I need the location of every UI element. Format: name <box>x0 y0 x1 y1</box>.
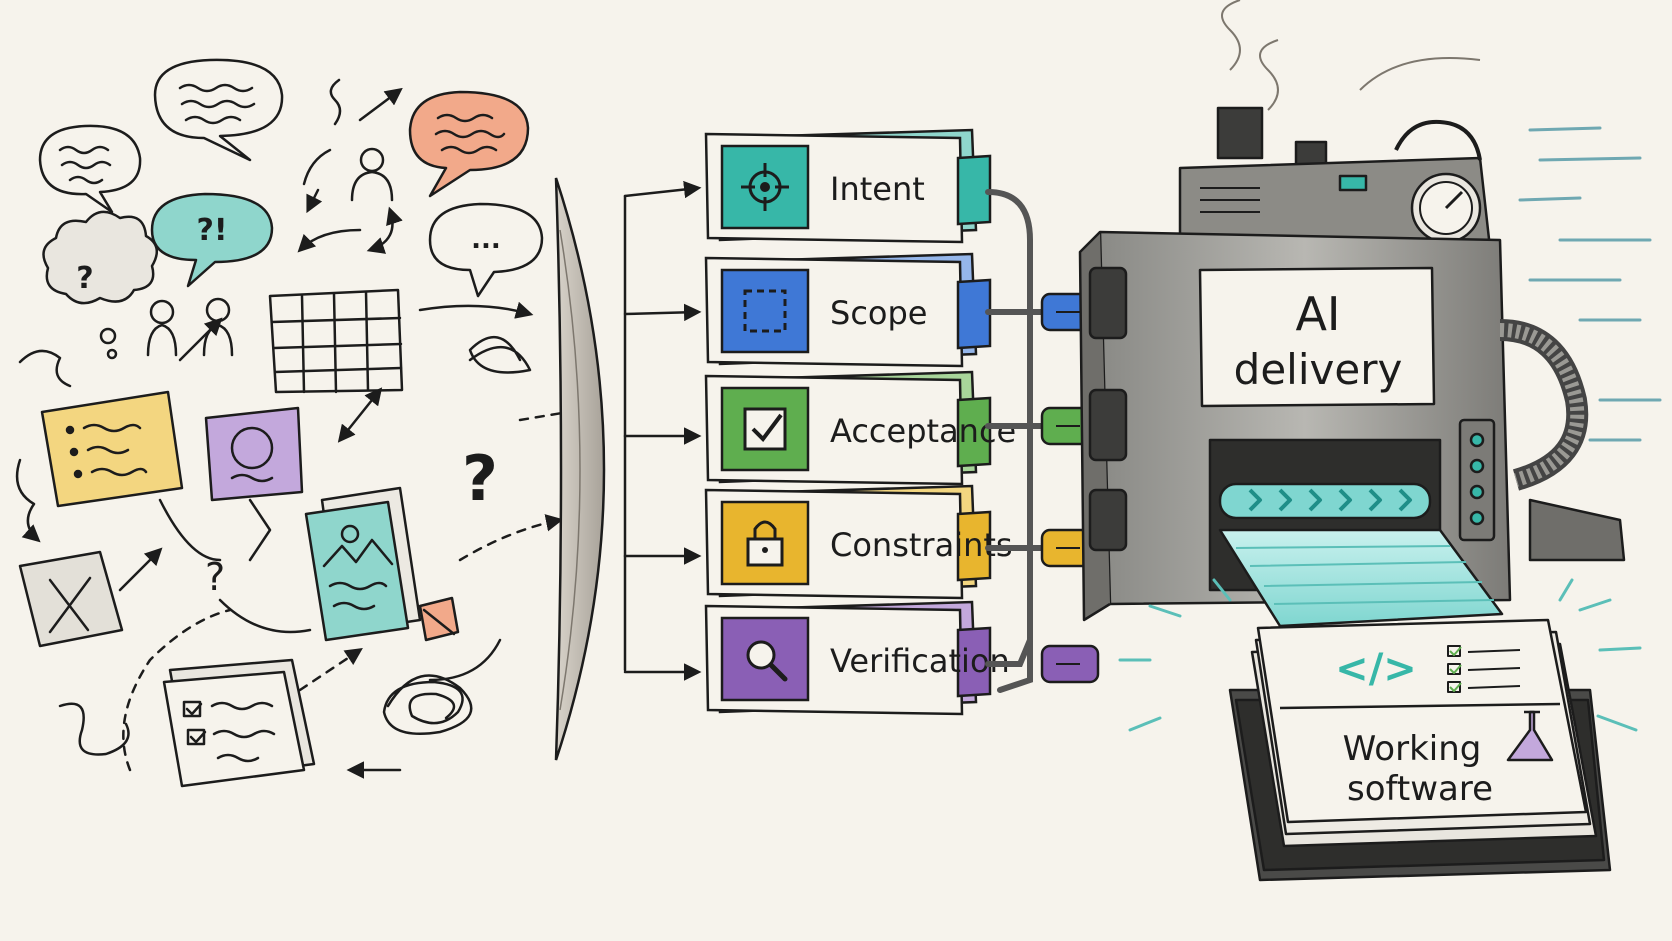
ai-delivery-machine: AI delivery <box>1078 0 1626 628</box>
spec-card-label: Acceptance <box>830 412 1016 450</box>
bubble-text: ?! <box>196 213 227 248</box>
machine-label-line2: delivery <box>1234 345 1403 394</box>
thought-cloud: ? <box>42 210 159 360</box>
spec-card-label: Constraints <box>830 526 1013 564</box>
spec-card-label: Verification <box>830 642 1010 680</box>
speech-bubble-teal: ?! <box>150 192 274 288</box>
speech-bubble-ellipsis: ... <box>428 202 544 298</box>
magnifier-icon <box>746 640 788 682</box>
small-orange-card-fold <box>422 608 456 636</box>
spec-card-scope: Scope <box>704 252 992 368</box>
output-label-line1: Working <box>1343 729 1482 769</box>
roller-chevrons <box>1248 488 1412 512</box>
spec-card-verification: Verification <box>704 600 1010 716</box>
dashed-square-icon <box>743 289 787 333</box>
checkbox-icon <box>743 407 787 451</box>
machine-label-line1: AI <box>1295 287 1340 341</box>
spec-cards: IntentScopeAcceptanceConstraintsVerifica… <box>704 128 1016 716</box>
working-software-output: </> Working software <box>1118 578 1642 882</box>
branch-arrows <box>623 180 702 681</box>
thought-text: ? <box>76 261 93 296</box>
spec-card-intent: Intent <box>704 128 992 244</box>
rejected-card <box>18 550 124 648</box>
question-mark-large: ? <box>462 442 498 515</box>
burst-lines <box>1118 578 1642 732</box>
spec-card-label: Intent <box>830 170 925 208</box>
scribble-knot <box>382 335 532 736</box>
ellipsis-text: ... <box>471 225 501 255</box>
motion-lines <box>1518 126 1662 442</box>
grid-sketch <box>268 288 404 394</box>
spec-card-acceptance: Acceptance <box>704 370 1016 486</box>
spec-card-constraints: Constraints <box>704 484 1013 600</box>
crosshair-icon <box>741 163 789 211</box>
question-mark-small: ? <box>205 555 225 599</box>
funnel-lens <box>554 177 606 761</box>
plug-verification <box>1040 644 1100 684</box>
padlock-icon <box>746 520 784 567</box>
code-icon: </> <box>1335 646 1417 692</box>
speech-bubble-orange <box>408 90 530 198</box>
sticky-note-purple <box>204 406 304 502</box>
image-document <box>304 486 422 642</box>
mini-checklist <box>1447 645 1521 693</box>
speech-bubble-1 <box>38 124 142 214</box>
speech-bubble-2 <box>153 58 284 162</box>
spec-card-label: Scope <box>830 294 927 332</box>
output-label-line2: software <box>1347 769 1493 809</box>
chaos-cluster: ?! ? ... <box>15 58 584 788</box>
people-icon-top <box>302 78 394 202</box>
flask-icon <box>1506 710 1554 762</box>
sticky-note-yellow <box>40 390 184 508</box>
checklist-document <box>162 658 316 788</box>
people-icon-middle <box>146 297 234 357</box>
